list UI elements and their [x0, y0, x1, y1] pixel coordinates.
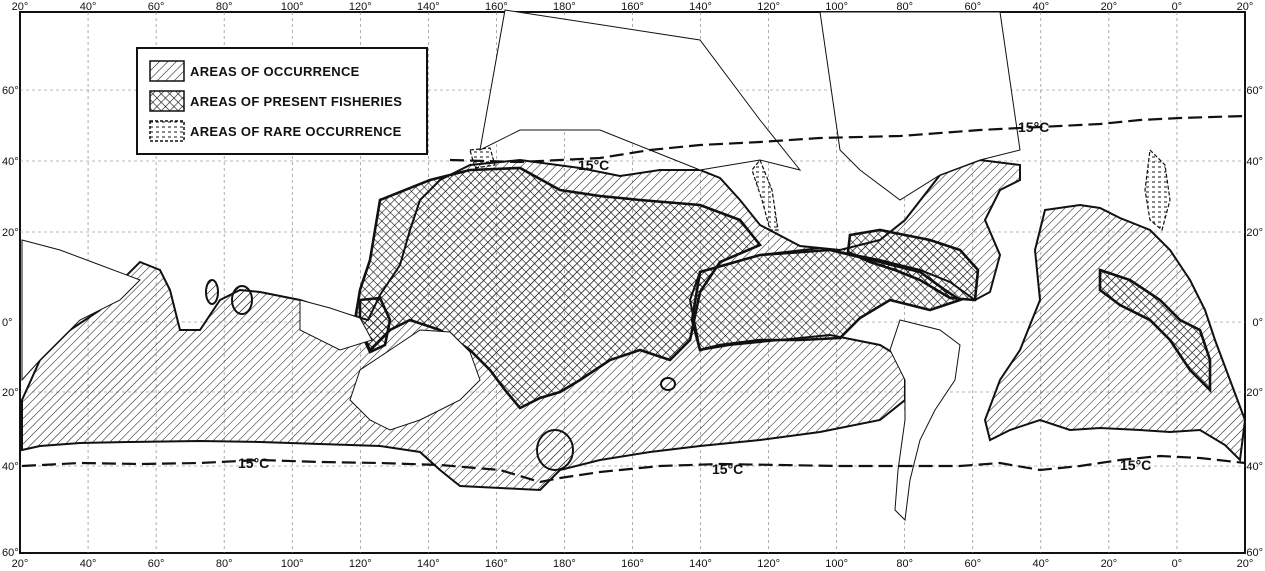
coordinate-label: 180°: [553, 558, 576, 570]
coordinate-label: 40°: [1033, 558, 1050, 570]
coordinate-label: 20°: [12, 558, 29, 570]
islands: [205, 279, 676, 471]
isotherm-label: 15°C: [712, 461, 743, 477]
coordinate-label: 60°: [964, 558, 981, 570]
fisheries-areas: [353, 166, 1212, 410]
isotherm-label: 15°C: [578, 157, 609, 173]
coordinate-label: 60°: [2, 85, 19, 97]
coordinate-label: 40°: [1246, 156, 1263, 168]
coordinate-label: 60°: [2, 547, 19, 559]
coordinate-label: 40°: [2, 461, 19, 473]
coordinate-label: 20°: [1101, 1, 1118, 13]
longitude-labels-top: 20° 40° 60° 80° 100° 120° 140° 160° 180° 160° 140°…: [12, 1, 1254, 13]
coordinate-label: 20°: [2, 387, 19, 399]
coordinate-label: 80°: [896, 1, 913, 13]
coordinate-label: 160°: [485, 1, 508, 13]
coordinate-label: 160°: [621, 558, 644, 570]
isotherm-label: 15°C: [1120, 457, 1151, 473]
coordinate-label: 80°: [216, 558, 233, 570]
coordinate-label: 0°: [1252, 317, 1263, 329]
coordinate-label: 120°: [349, 558, 372, 570]
coordinate-label: 60°: [1246, 547, 1263, 559]
longitude-labels-bottom: 20° 40° 60° 80° 100° 120° 140° 160° 180° 160° 140°…: [12, 558, 1254, 570]
coordinate-label: 140°: [689, 558, 712, 570]
legend-swatch-occurrence: [149, 60, 185, 82]
coordinate-label: 100°: [281, 558, 304, 570]
coordinate-label: 80°: [896, 558, 913, 570]
coordinate-label: 60°: [964, 1, 981, 13]
coordinate-label: 140°: [417, 1, 440, 13]
legend-swatch-rare: [149, 120, 185, 142]
coordinate-label: 20°: [1246, 387, 1263, 399]
coordinate-label: 0°: [1172, 558, 1183, 570]
coordinate-label: 120°: [757, 1, 780, 13]
coordinate-label: 140°: [417, 558, 440, 570]
legend-label-fisheries: AREAS OF PRESENT FISHERIES: [190, 94, 402, 109]
coordinate-label: 180°: [553, 1, 576, 13]
coordinate-label: 40°: [1033, 1, 1050, 13]
coordinate-label: 20°: [1237, 1, 1254, 13]
coordinate-label: 140°: [689, 1, 712, 13]
coordinate-label: 60°: [148, 1, 165, 13]
legend-frame: [136, 47, 428, 155]
legend-label-occurrence: AREAS OF OCCURRENCE: [190, 64, 360, 79]
latitude-labels-right: 60° 40° 20° 0° 20° 40° 60°: [1246, 85, 1263, 559]
coordinate-label: 80°: [216, 1, 233, 13]
coordinate-label: 40°: [80, 1, 97, 13]
isotherm-label: 15°C: [238, 455, 269, 471]
coordinate-label: 100°: [825, 558, 848, 570]
coordinate-label: 20°: [1101, 558, 1118, 570]
coordinate-label: 100°: [825, 1, 848, 13]
legend-label-rare: AREAS OF RARE OCCURRENCE: [190, 124, 402, 139]
landmasses: [21, 9, 1021, 522]
latitude-labels-left: 60° 40° 20° 0° 20° 40° 60°: [2, 85, 19, 559]
coordinate-label: 20°: [2, 227, 19, 239]
coordinate-label: 20°: [1246, 227, 1263, 239]
legend-swatch-fisheries: [149, 90, 185, 112]
coordinate-label: 40°: [80, 558, 97, 570]
coordinate-label: 20°: [12, 1, 29, 13]
coordinate-label: 0°: [2, 317, 13, 329]
coordinate-label: 100°: [281, 1, 304, 13]
coordinate-label: 120°: [349, 1, 372, 13]
isotherm-label: 15°C: [1018, 119, 1049, 135]
isotherms: [21, 114, 1246, 484]
coordinate-label: 160°: [485, 558, 508, 570]
legend: AREAS OF OCCURRENCE AREAS OF PRESENT FIS…: [136, 47, 428, 155]
coordinate-label: 40°: [1246, 461, 1263, 473]
coordinate-label: 0°: [1172, 1, 1183, 13]
coordinate-label: 40°: [2, 156, 19, 168]
coordinate-label: 20°: [1237, 558, 1254, 570]
coordinate-label: 120°: [757, 558, 780, 570]
coordinate-label: 160°: [621, 1, 644, 13]
coordinate-label: 60°: [1246, 85, 1263, 97]
coordinate-label: 60°: [148, 558, 165, 570]
